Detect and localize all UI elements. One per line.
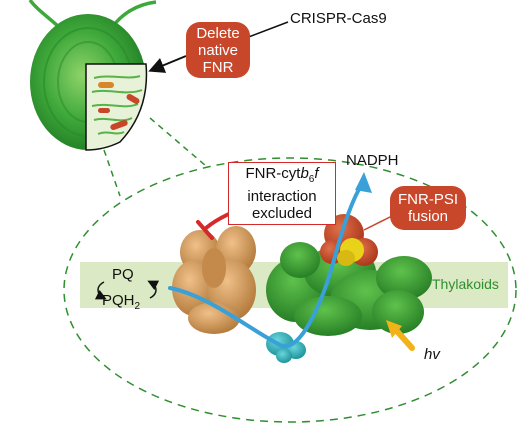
pq-cycle-arrow-bottom <box>147 280 160 299</box>
nadph-label: NADPH <box>346 152 399 169</box>
delete-line-3: FNR <box>202 58 234 76</box>
fusion-connector <box>363 215 393 231</box>
chloroplast-cutaway <box>85 63 148 151</box>
pqh2-label: PQH2 <box>102 292 141 312</box>
delete-line-2: native <box>197 41 239 59</box>
crispr-connector <box>245 21 289 39</box>
cytb6f-complex <box>172 226 256 334</box>
pq-label: PQ <box>112 266 134 283</box>
crispr-label: CRISPR-Cas9 <box>290 10 387 27</box>
psi-complex <box>266 242 432 336</box>
zoom-ellipse <box>63 157 517 423</box>
interaction-line-1: FNR-cytb6f <box>245 165 319 185</box>
zoom-connector-right <box>149 117 207 167</box>
interaction-line-3: excluded <box>251 205 313 222</box>
delete-arrow <box>148 55 187 73</box>
zoom-connector-left <box>103 149 121 197</box>
light-arrowhead <box>386 320 402 338</box>
delete-line-1: Delete <box>196 24 240 42</box>
thylakoids-label: Thylakoids <box>432 276 499 292</box>
fusion-line-1: FNR-PSI <box>398 191 458 208</box>
interaction-excluded-box: FNR-cytb6f interaction excluded <box>228 162 336 225</box>
interaction-line-2: interaction <box>247 188 317 205</box>
light-arrow <box>393 327 415 351</box>
fusion-line-2: fusion <box>407 208 449 225</box>
delete-native-fnr-callout: Delete native FNR <box>186 22 250 78</box>
hv-label: hv <box>424 346 440 363</box>
inhibition-bar <box>196 220 214 240</box>
electron-flow-arrowhead <box>355 172 372 193</box>
electron-flow-arrow <box>168 182 364 349</box>
pq-cycle-arrow-top <box>94 281 107 300</box>
fnr-psi-fusion-callout: FNR-PSI fusion <box>390 186 466 230</box>
